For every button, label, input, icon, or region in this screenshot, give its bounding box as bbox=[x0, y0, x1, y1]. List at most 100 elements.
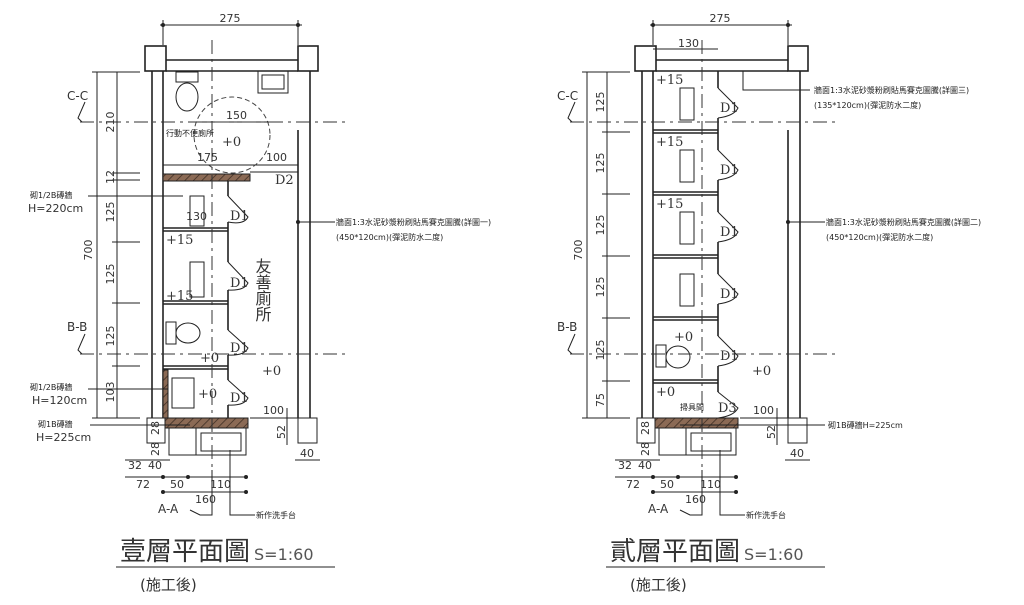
door-label: D1 bbox=[230, 341, 249, 356]
toilet-icon bbox=[175, 82, 199, 112]
dim-label: 32 bbox=[128, 459, 142, 472]
dim-label: 275 bbox=[710, 12, 731, 25]
drawing-title: 貳層平面圖 bbox=[610, 537, 740, 567]
dim-label: 125 bbox=[104, 326, 117, 347]
room-label-accessible-toilet: 行動不便廁所 bbox=[166, 128, 214, 138]
dim-label: 110 bbox=[700, 478, 721, 491]
dim-label: 700 bbox=[82, 240, 95, 261]
brick-wall-hatched bbox=[162, 173, 251, 182]
level-label: +15 bbox=[166, 233, 193, 248]
level-label: +0 bbox=[752, 364, 771, 379]
sink-icon bbox=[685, 427, 737, 456]
dimension-bottom: 100 52 40 28 28 32 40 72 50 110 160 bbox=[125, 404, 320, 506]
dim-label: 275 bbox=[220, 12, 241, 25]
dim-label: 12 bbox=[104, 170, 117, 184]
toilet-tank-icon bbox=[175, 71, 199, 83]
dim-label: 130 bbox=[186, 210, 207, 223]
level-label: +0 bbox=[200, 351, 219, 366]
door-swing-icon bbox=[717, 149, 739, 181]
note-wall-a-height: H=220cm bbox=[28, 202, 83, 215]
annotations: 牆面1:3水泥砂漿粉刷貼馬賽克圖騰(詳圖三) (135*120cm)(彈泥防水二… bbox=[680, 71, 981, 520]
doors: D2 D1 D1 D1 D1 bbox=[227, 173, 294, 406]
door-label: D1 bbox=[720, 349, 739, 364]
level-label: +0 bbox=[262, 364, 281, 379]
dim-label: 150 bbox=[226, 109, 247, 122]
section-label-cc: C-C bbox=[67, 89, 88, 103]
dim-label: 110 bbox=[210, 478, 231, 491]
dim-label: 50 bbox=[170, 478, 184, 491]
dim-label: 100 bbox=[266, 151, 287, 164]
dim-label: 125 bbox=[104, 202, 117, 223]
urinal-icon bbox=[679, 87, 695, 121]
note-wall-finish-top: 牆面1:3水泥砂漿粉刷貼馬賽克圖騰(詳圖三) bbox=[814, 85, 969, 95]
dim-label: 103 bbox=[104, 382, 117, 403]
door-swing-icon bbox=[717, 273, 739, 305]
level-label: +0 bbox=[222, 135, 241, 150]
dim-label: 125 bbox=[594, 340, 607, 361]
door-label: D2 bbox=[275, 173, 294, 188]
dim-label: 40 bbox=[300, 447, 314, 460]
note-wall-b-height: H=120cm bbox=[32, 394, 87, 407]
dim-label: 40 bbox=[638, 459, 652, 472]
sink-icon bbox=[195, 427, 247, 456]
door-swing-icon bbox=[227, 261, 249, 291]
note-wall-finish: 牆面1:3水泥砂漿粉刷貼馬賽克圖騰(詳圖二) bbox=[826, 217, 981, 227]
dim-label: 28 bbox=[639, 421, 652, 435]
door-label: D1 bbox=[230, 276, 249, 291]
dimension-bottom: 100 52 40 28 28 32 40 72 50 110 160 bbox=[615, 404, 810, 506]
dim-label: 28 bbox=[639, 442, 652, 456]
level-label: +0 bbox=[656, 385, 675, 400]
door-label: D1 bbox=[720, 287, 739, 302]
brick-wall-hatched bbox=[164, 417, 249, 429]
dim-label: 125 bbox=[594, 277, 607, 298]
plan-second-floor: 275 130 bbox=[557, 12, 981, 594]
fixtures: 150 bbox=[162, 70, 289, 456]
dimension-left: 700 210 12 125 125 125 103 bbox=[82, 71, 140, 419]
note-wall-finish-top-size: (135*120cm)(彈泥防水二度) bbox=[814, 100, 921, 110]
drawing-subtitle: (施工後) bbox=[630, 576, 687, 594]
dim-label: 125 bbox=[594, 215, 607, 236]
note-new-sink: 新作洗手台 bbox=[256, 510, 296, 520]
drawing-scale: S=1:60 bbox=[744, 545, 804, 564]
fixtures bbox=[655, 87, 737, 456]
dimension-top: 275 bbox=[160, 12, 302, 45]
note-wall-a: 砌1/2B磚牆 bbox=[30, 190, 72, 200]
dim-label: 75 bbox=[594, 393, 607, 407]
dim-label: 160 bbox=[685, 493, 706, 506]
urinal-icon bbox=[189, 195, 205, 227]
dim-label: 40 bbox=[790, 447, 804, 460]
level-label: +15 bbox=[166, 289, 193, 304]
dimension-top: 275 130 bbox=[650, 12, 792, 50]
note-new-sink: 新作洗手台 bbox=[746, 510, 786, 520]
level-label: +15 bbox=[656, 197, 683, 212]
dim-label: 40 bbox=[148, 459, 162, 472]
dim-label: 700 bbox=[572, 240, 585, 261]
dim-label: 52 bbox=[275, 425, 288, 439]
room-label-friendly-toilet: 友善廁所 bbox=[253, 258, 272, 322]
urinal-icon bbox=[679, 273, 695, 307]
door-label: D1 bbox=[230, 209, 249, 224]
toilet-icon bbox=[175, 322, 201, 344]
dim-label: 72 bbox=[626, 478, 640, 491]
section-marks: C-C B-B A-A bbox=[557, 89, 703, 516]
dim-label: 210 bbox=[104, 112, 117, 133]
section-label-aa: A-A bbox=[648, 502, 669, 516]
door-label: D1 bbox=[720, 101, 739, 116]
door-swing-icon bbox=[717, 211, 739, 243]
dim-label: 28 bbox=[149, 442, 162, 456]
drawing-subtitle: (施工後) bbox=[140, 576, 197, 594]
dim-label: 125 bbox=[104, 264, 117, 285]
section-label-bb: B-B bbox=[557, 320, 577, 334]
dim-label: 100 bbox=[753, 404, 774, 417]
dim-label: 160 bbox=[195, 493, 216, 506]
note-wall-finish-size: (450*120cm)(彈泥防水二度) bbox=[336, 232, 443, 242]
door-swing-icon bbox=[227, 329, 249, 356]
dim-label: 130 bbox=[678, 37, 699, 50]
section-label-bb: B-B bbox=[67, 320, 87, 334]
room-label-janitor: 掃具間 bbox=[680, 402, 704, 412]
urinal-icon bbox=[679, 149, 695, 183]
dim-label: 175 bbox=[197, 151, 218, 164]
section-label-aa: A-A bbox=[158, 502, 179, 516]
dim-label: 52 bbox=[765, 425, 778, 439]
